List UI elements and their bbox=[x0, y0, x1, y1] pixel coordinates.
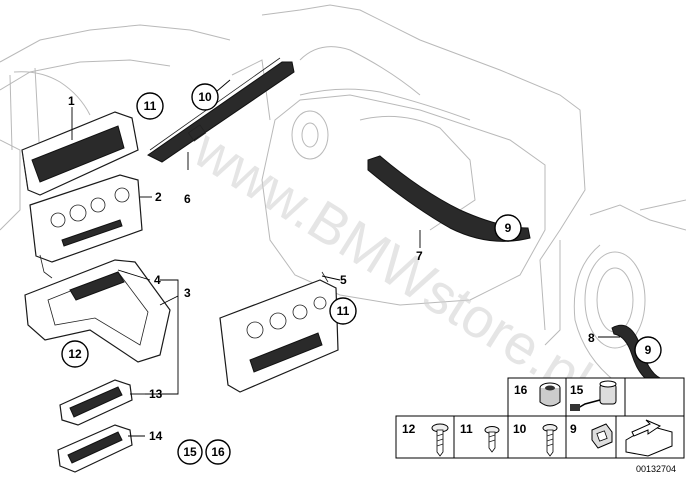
callout-11-b: 11 bbox=[337, 304, 350, 318]
part-5-climate-panel bbox=[219, 271, 339, 393]
callout-2: 2 bbox=[155, 190, 162, 204]
table-label-12: 12 bbox=[402, 422, 416, 436]
callout-7: 7 bbox=[416, 249, 423, 263]
callout-1: 1 bbox=[68, 94, 75, 108]
screw-10-icon bbox=[542, 424, 558, 457]
callout-5: 5 bbox=[340, 273, 347, 287]
callout-14: 14 bbox=[149, 429, 163, 443]
callouts: 1 2 4 3 5 6 7 8 13 14 11 10 9 11 12 9 15… bbox=[61, 83, 662, 465]
table-label-9: 9 bbox=[570, 422, 577, 436]
callout-3: 3 bbox=[184, 286, 191, 300]
callout-11-a: 11 bbox=[144, 99, 157, 113]
socket-16-icon bbox=[539, 382, 561, 407]
background-outline bbox=[0, 4, 686, 401]
callout-6: 6 bbox=[184, 192, 191, 206]
callout-13: 13 bbox=[149, 387, 163, 401]
callout-15: 15 bbox=[183, 445, 197, 459]
part-14-tray bbox=[57, 424, 133, 473]
part-13-tray bbox=[59, 379, 133, 426]
small-parts-table: 16 15 12 11 10 9 bbox=[395, 377, 685, 459]
clip-9-icon bbox=[591, 423, 613, 449]
screw-11-icon bbox=[484, 426, 500, 453]
table-label-16: 16 bbox=[514, 383, 528, 397]
callout-8: 8 bbox=[588, 331, 595, 345]
socket-15-icon bbox=[570, 380, 617, 411]
callout-9-b: 9 bbox=[645, 343, 652, 357]
table-label-10: 10 bbox=[513, 422, 527, 436]
callout-9-a: 9 bbox=[505, 221, 512, 235]
callout-10: 10 bbox=[198, 90, 212, 104]
orientation-arrow-icon bbox=[625, 419, 673, 457]
part-1-display-frame bbox=[21, 111, 139, 196]
table-label-15: 15 bbox=[570, 383, 584, 397]
callout-12: 12 bbox=[68, 347, 82, 361]
part-3-console-frame bbox=[24, 259, 171, 363]
callout-4: 4 bbox=[154, 273, 161, 287]
table-label-11: 11 bbox=[460, 422, 473, 436]
screw-12-icon bbox=[431, 423, 449, 457]
callout-16: 16 bbox=[211, 445, 225, 459]
image-number: 00132704 bbox=[636, 464, 676, 474]
part-2-climate-panel bbox=[29, 174, 143, 279]
